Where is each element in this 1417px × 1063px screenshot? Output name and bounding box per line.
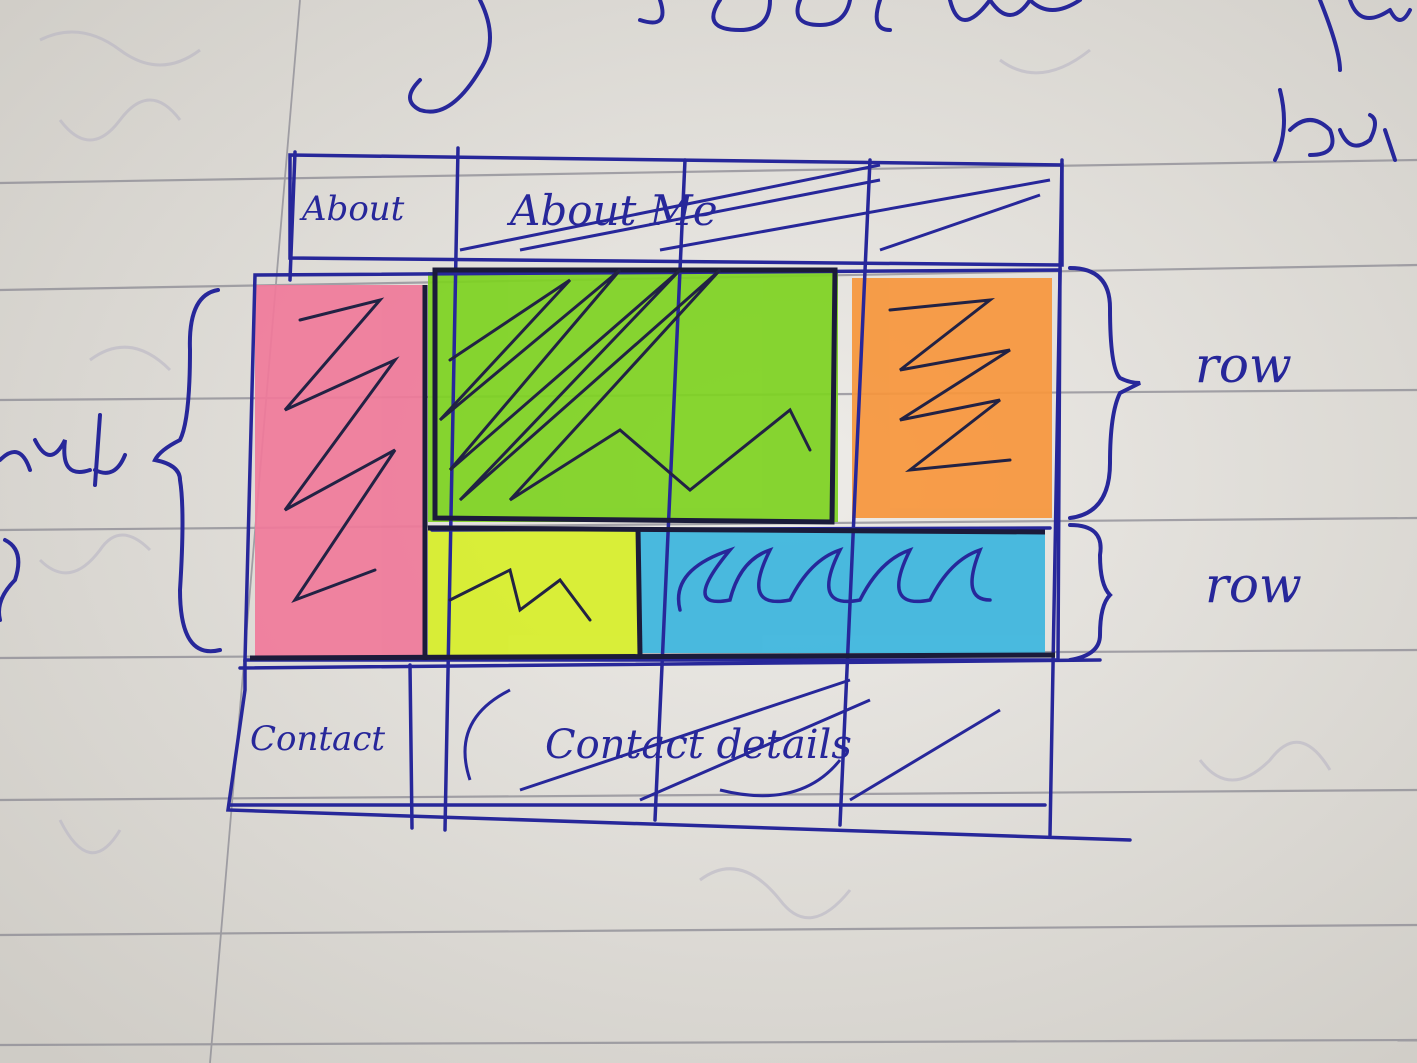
footer-right-label: Contact details bbox=[545, 722, 852, 768]
blue-block bbox=[640, 528, 1045, 653]
block-outlines bbox=[249, 267, 1056, 661]
footer-left-label: Contact bbox=[250, 719, 386, 759]
hatching bbox=[283, 268, 1012, 622]
header-right-label: About Me bbox=[510, 186, 718, 235]
row-note-bottom: row bbox=[1205, 556, 1302, 614]
green-block bbox=[428, 272, 838, 522]
orange-block bbox=[852, 278, 1052, 518]
row-braces bbox=[1068, 266, 1141, 662]
header-scribble bbox=[459, 163, 1051, 252]
bleed-through-marks bbox=[38, 30, 1332, 920]
top-handwriting bbox=[408, 0, 1412, 162]
pink-column bbox=[255, 285, 425, 660]
footer-scribble bbox=[463, 678, 1001, 802]
color-blocks bbox=[255, 272, 1052, 660]
header-left-label: About bbox=[302, 189, 405, 229]
row-note-top: row bbox=[1195, 336, 1292, 394]
blue-scribble bbox=[676, 546, 992, 612]
left-handwriting bbox=[0, 288, 222, 654]
